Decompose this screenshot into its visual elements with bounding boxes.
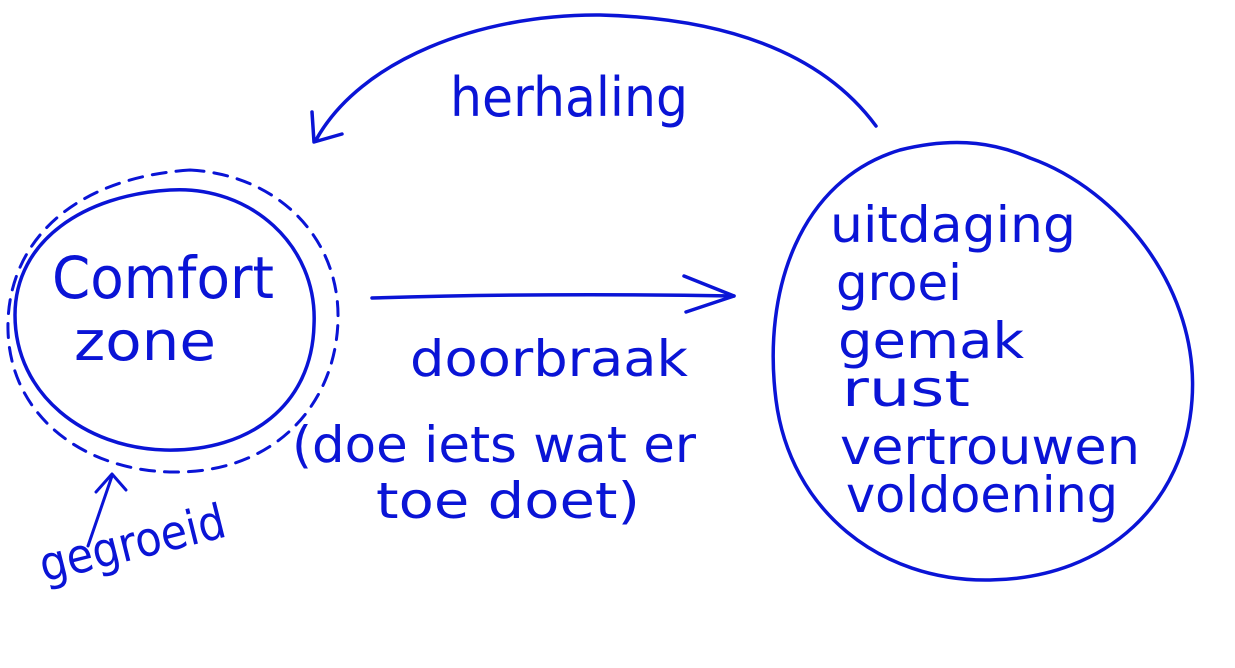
outcome-item: uitdaging <box>830 196 1076 254</box>
outcomes-circle <box>771 140 1195 582</box>
comfort-zone-circle <box>13 188 316 452</box>
outcome-item: voldoening <box>846 466 1118 524</box>
outcome-item: rust <box>842 360 970 418</box>
breakthrough-arrowhead-icon <box>682 274 736 314</box>
outcome-item: groei <box>836 254 962 312</box>
breakthrough-note-line2: toe doet) <box>376 472 640 530</box>
outcomes-list: uitdaging groei gemak rust vertrouwen vo… <box>830 196 1140 524</box>
outcome-item: vertrouwen <box>840 418 1140 476</box>
breakthrough-note-line1: (doe iets wat er <box>292 416 696 474</box>
comfort-zone-label-line2: zone <box>74 310 216 373</box>
grown-zone-dashed-circle <box>6 168 340 474</box>
repeat-arrow <box>314 13 878 142</box>
repeat-label: herhaling <box>450 66 688 129</box>
breakthrough-label: doorbraak <box>410 330 688 388</box>
comfort-zone-label-line1: Comfort <box>52 244 274 312</box>
grown-label: gegroeid <box>33 493 231 593</box>
grown-arrowhead-icon <box>94 472 128 494</box>
outcome-item: gemak <box>838 312 1024 370</box>
breakthrough-arrow <box>370 292 736 300</box>
grown-arrow <box>86 474 114 548</box>
repeat-arrowhead-icon <box>310 110 344 144</box>
